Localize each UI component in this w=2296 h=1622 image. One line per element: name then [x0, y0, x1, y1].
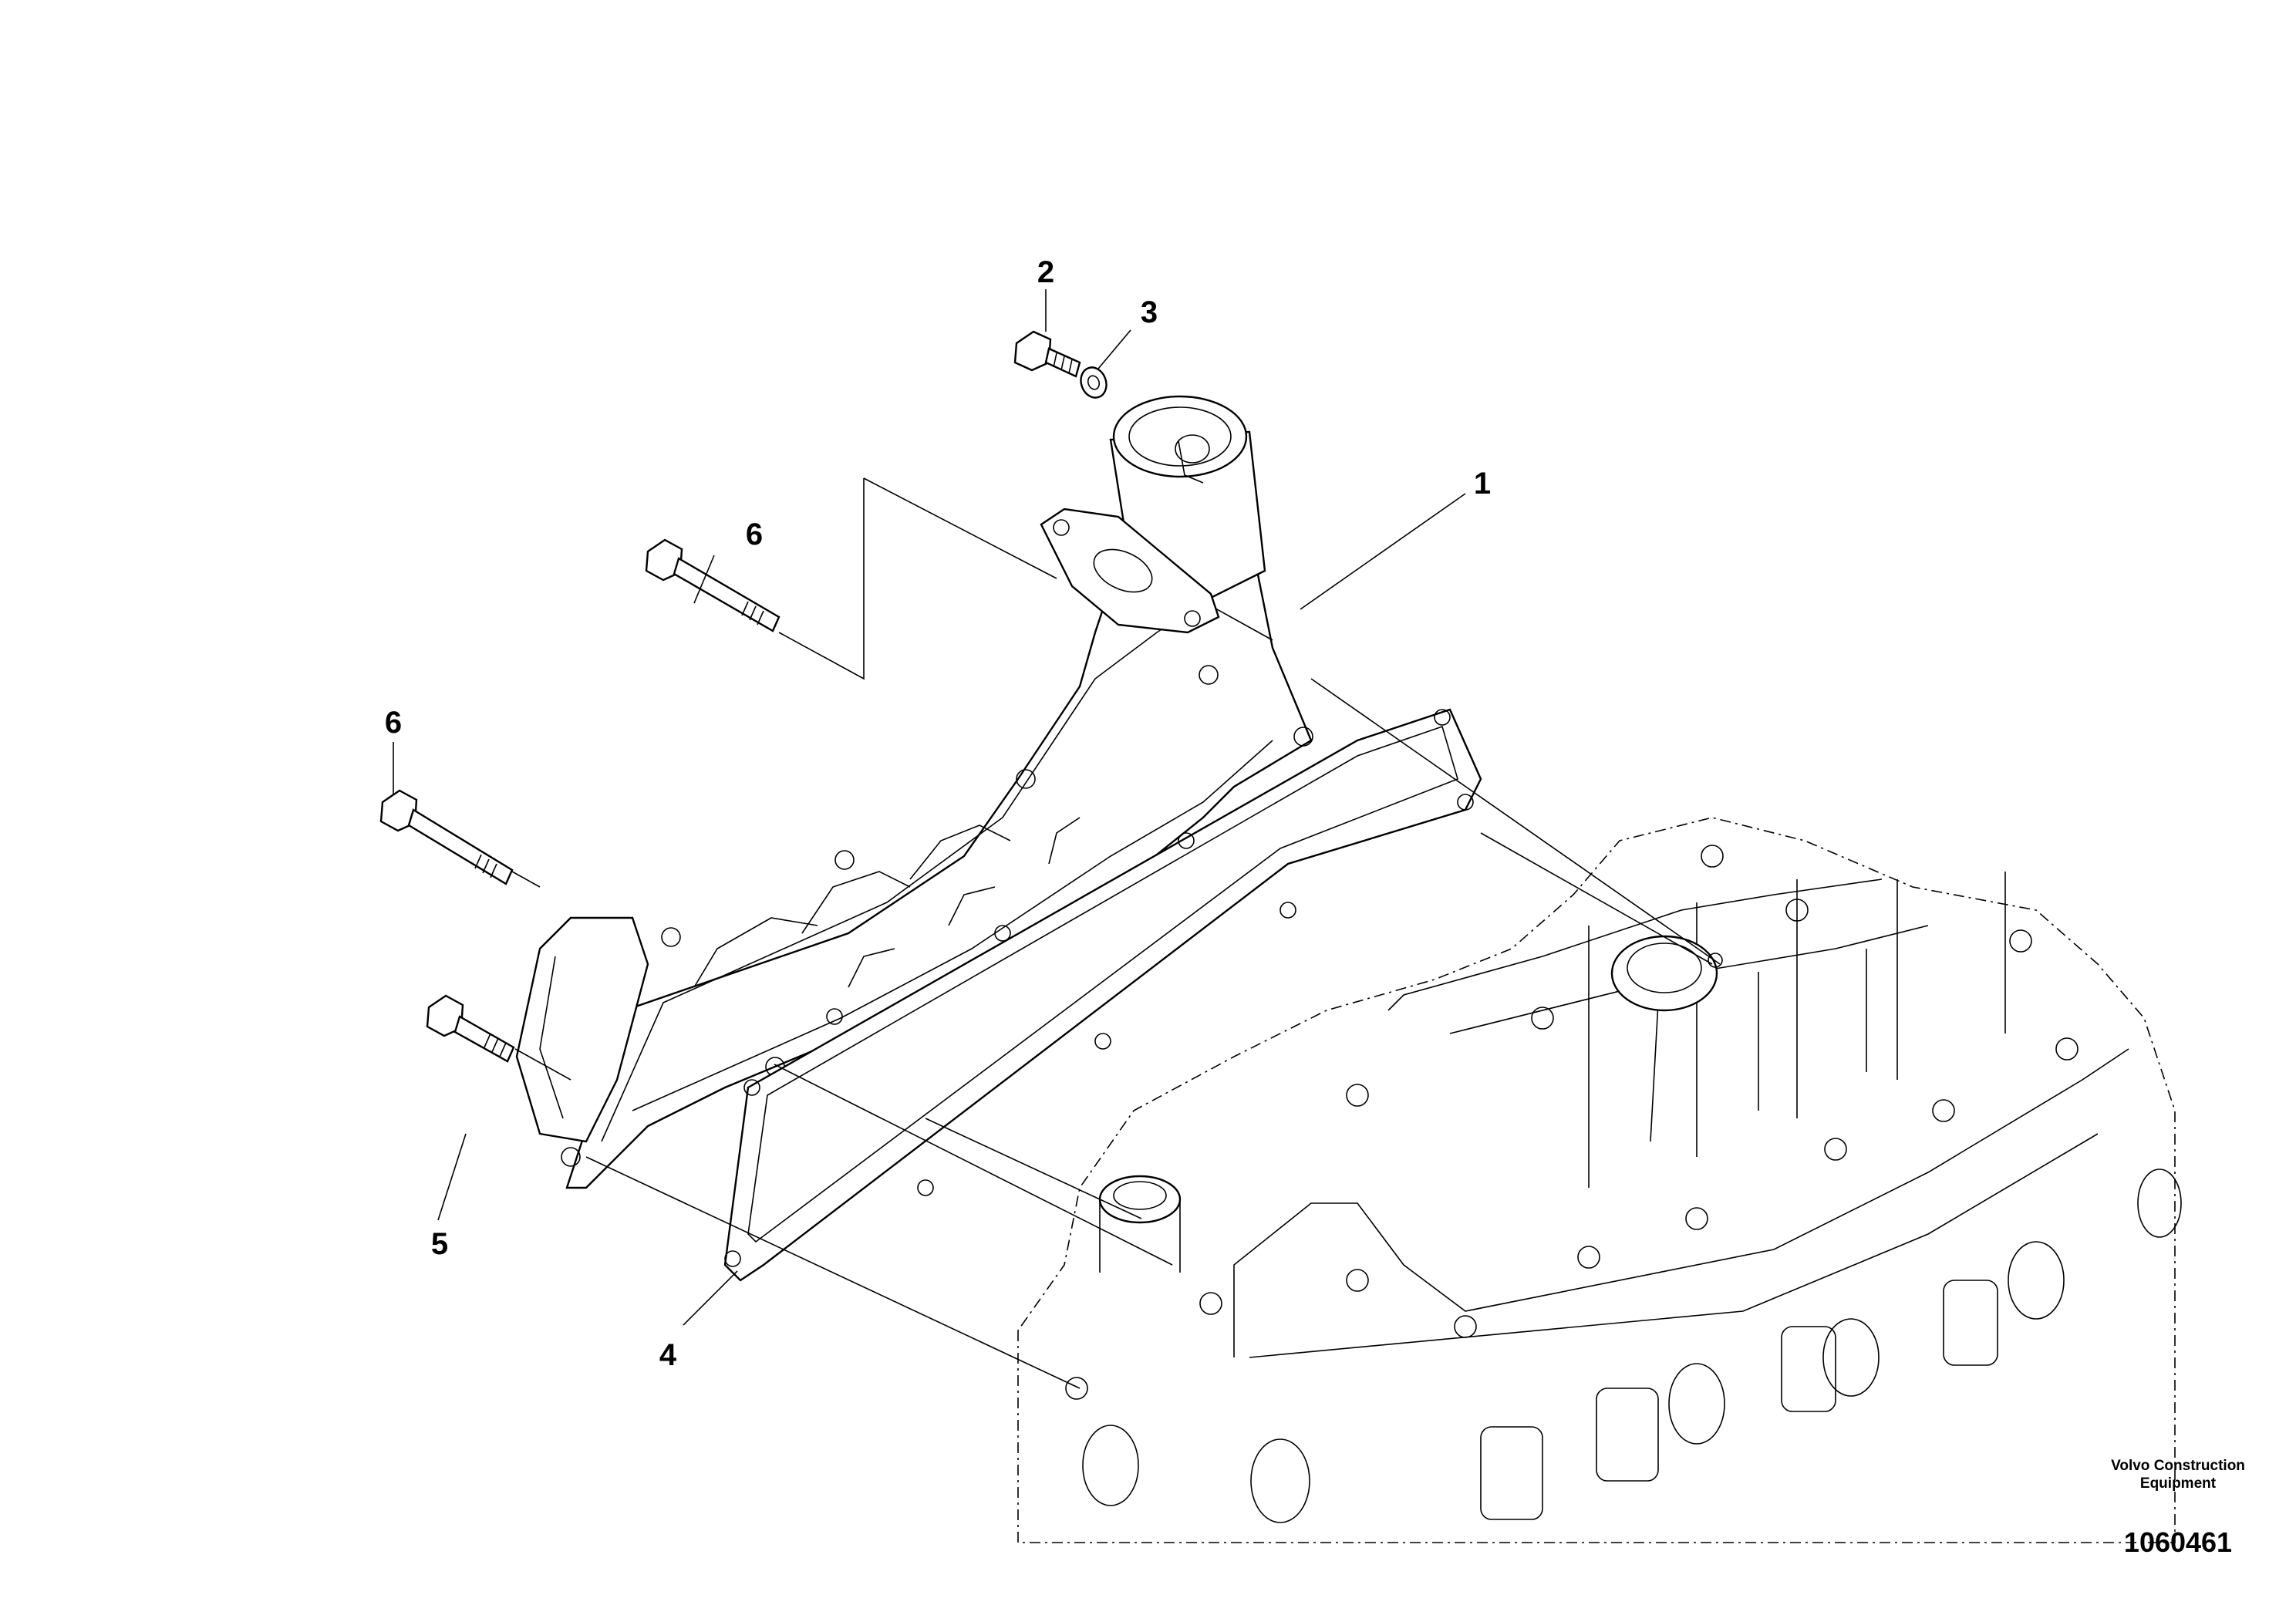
callout-5: 5	[431, 1227, 448, 1261]
cylinder-head	[1017, 817, 2182, 1543]
callout-6-lower: 6	[385, 706, 402, 740]
brand-line-2: Equipment	[2139, 1475, 2217, 1492]
leader-lines	[393, 289, 1466, 1326]
thermostat-housing	[515, 395, 1313, 1189]
drawing-number: 1060461	[2123, 1526, 2233, 1558]
washer-part-3	[1080, 366, 1108, 399]
callout-1: 1	[1474, 467, 1491, 501]
brand-line-1: Volvo Construction	[2111, 1458, 2245, 1474]
bolt-part-5	[426, 994, 515, 1063]
bolt-part-6-upper	[645, 538, 781, 632]
brand-label: Volvo Construction Equipment	[2089, 1457, 2267, 1492]
callout-2: 2	[1037, 255, 1054, 289]
gasket	[723, 708, 1482, 1282]
callout-4: 4	[659, 1338, 677, 1372]
bolt-part-2	[1013, 330, 1081, 378]
bolt-part-6-lower	[379, 789, 514, 885]
callout-6-upper: 6	[746, 518, 763, 551]
assembly-lines	[511, 477, 1721, 1389]
callout-3: 3	[1141, 295, 1158, 329]
